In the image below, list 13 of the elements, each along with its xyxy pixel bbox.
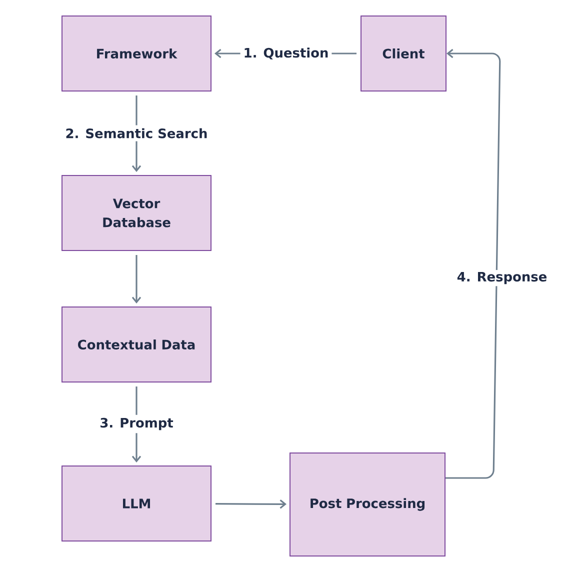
arrow [215, 500, 287, 509]
process-box: Post Processing [290, 452, 446, 556]
edge-label: 1. Question [240, 44, 332, 62]
edge-label: 3. Prompt [96, 414, 176, 434]
arrow [446, 48, 501, 479]
process-box: LLM [62, 466, 212, 542]
edge-label: 4. Response [454, 270, 550, 286]
arrow [132, 254, 142, 304]
process-box: Contextual Data [62, 306, 212, 382]
process-box: Client [360, 16, 446, 92]
edge-label: 2. Semantic Search [62, 125, 211, 142]
process-box: Vector Database [62, 175, 212, 251]
process-box: Framework [62, 16, 212, 92]
